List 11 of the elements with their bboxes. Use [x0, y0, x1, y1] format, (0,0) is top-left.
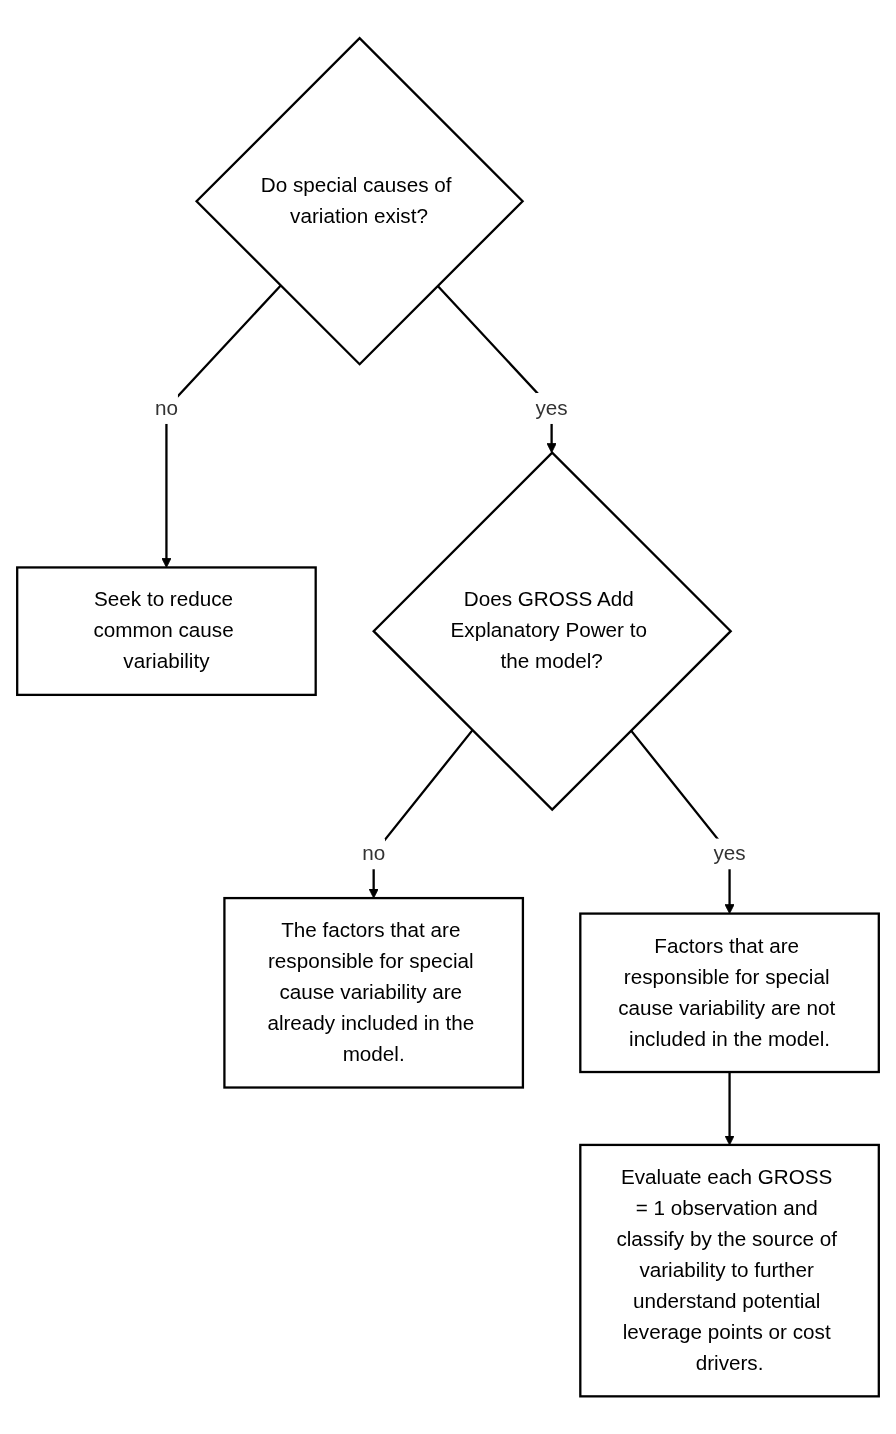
- node-diamond: Does GROSS Add Explanatory Power to the model?: [372, 450, 733, 812]
- edge-label: no: [154, 396, 178, 420]
- node-box: Evaluate each GROSS = 1 observation and classify by the source of variability to further understand potential leverage points or cost drivers.: [579, 1143, 880, 1398]
- node-box: The factors that are responsible for special cause variability are already included in the model.: [223, 896, 525, 1089]
- edge-label: no: [362, 841, 386, 865]
- node-diamond: Do special causes of variation exist?: [194, 36, 525, 366]
- arrow: [161, 284, 282, 568]
- edge-label: yes: [713, 841, 746, 865]
- node-box: Factors that are responsible for special cause variability are not included in the model.: [579, 912, 880, 1073]
- edge-label: yes: [535, 396, 568, 420]
- node-box: Seek to reduce common cause variability: [16, 566, 317, 696]
